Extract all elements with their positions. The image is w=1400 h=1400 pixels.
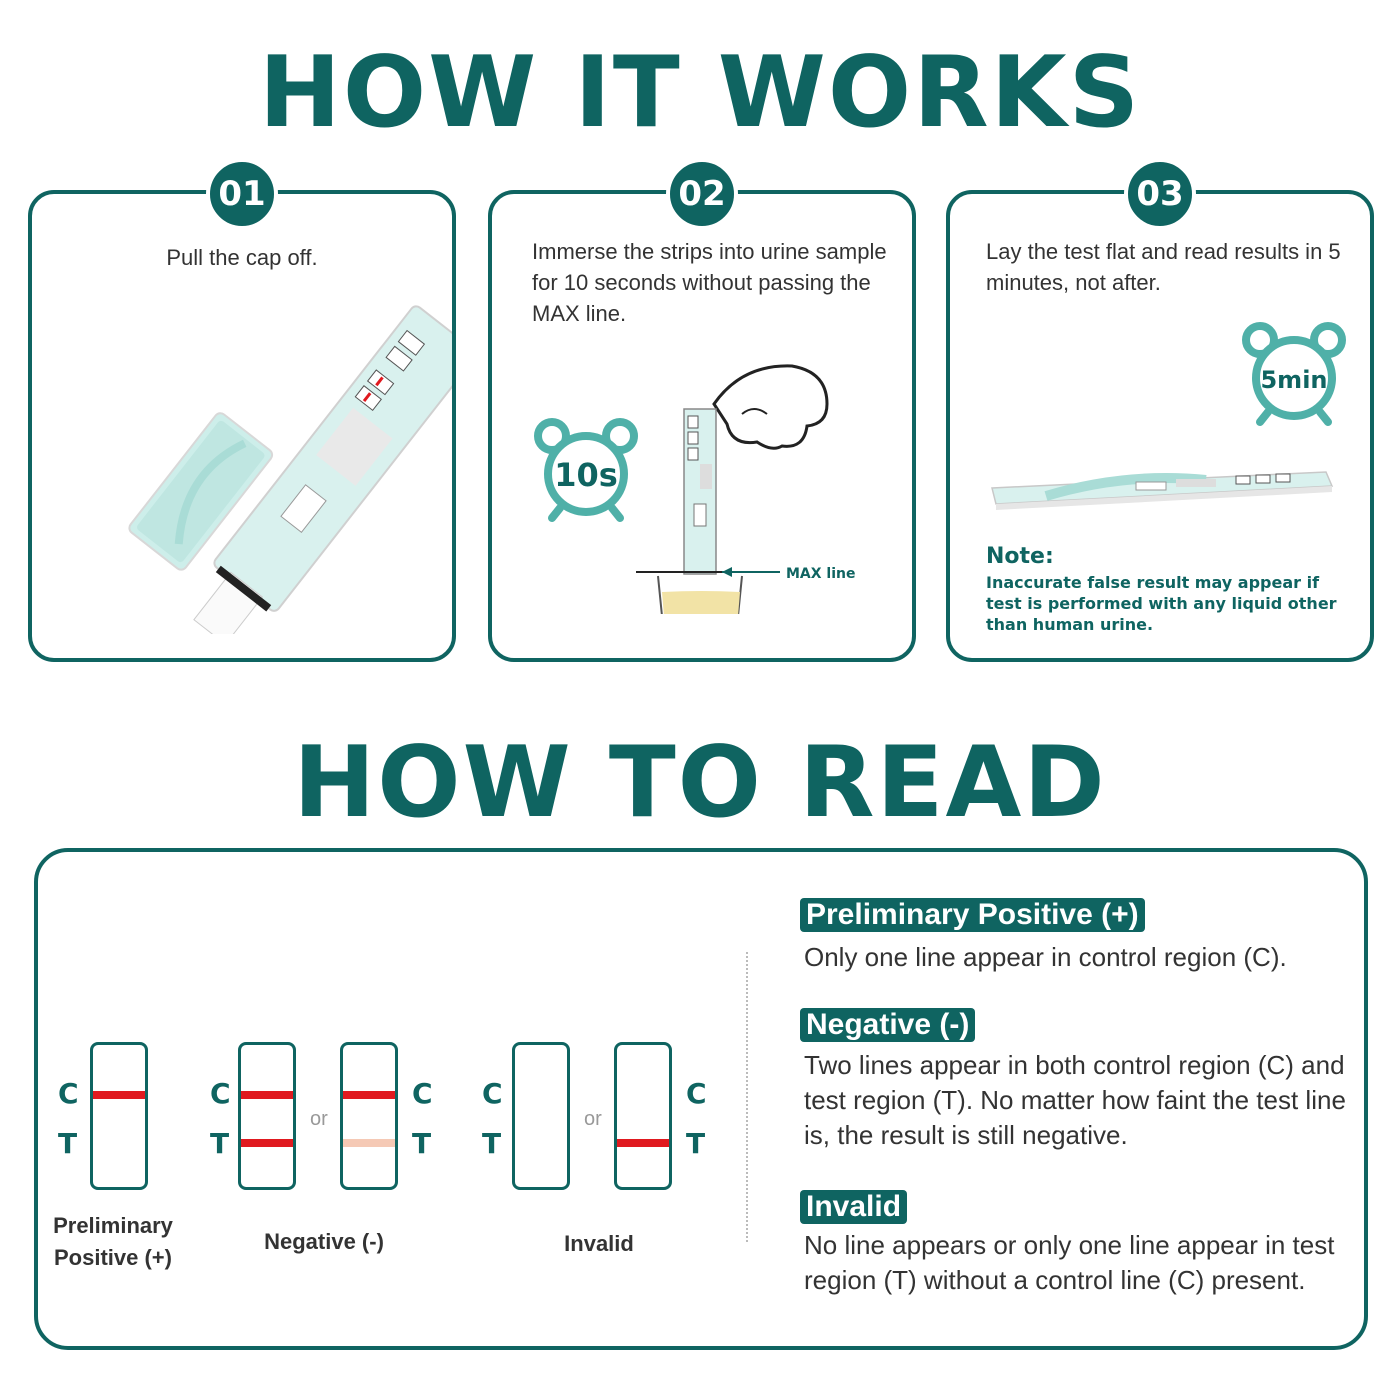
timer-label: 5min (1260, 366, 1327, 394)
c-label: C (686, 1077, 707, 1110)
c-label: C (58, 1077, 79, 1110)
t-label: T (412, 1127, 432, 1160)
negative-caption: Negative (-) (264, 1229, 384, 1254)
test-line (241, 1139, 293, 1147)
invalid-caption: Invalid (564, 1231, 634, 1256)
or-text: or (584, 1108, 602, 1130)
result-text-negative: Two lines appear in both control region … (804, 1050, 1346, 1150)
result-text-positive: Only one line appear in control region (… (804, 942, 1287, 972)
t-label: T (482, 1127, 502, 1160)
c-label: C (412, 1077, 433, 1110)
result-text-invalid: No line appears or only one line appear … (804, 1230, 1335, 1295)
positive-strip (90, 1042, 148, 1190)
control-line (93, 1091, 145, 1099)
invalid-strip-1 (512, 1042, 570, 1190)
result-title-negative: Negative (-) (800, 1008, 976, 1042)
step-card-3: 03 Lay the test flat and read results in… (946, 158, 1374, 662)
step-card-2: 02 Immerse the strips into urine sample … (488, 158, 916, 662)
how-to-read-card: C T Preliminary Positive (+) C T or C T … (34, 848, 1368, 1350)
control-line (241, 1091, 293, 1099)
step-3-text: Lay the test flat and read results in 5 … (986, 239, 1341, 295)
how-to-read-title: HOW TO READ (293, 726, 1107, 840)
result-title-invalid: Invalid (800, 1190, 908, 1224)
negative-strip-2 (340, 1042, 398, 1190)
or-text: or (310, 1108, 328, 1130)
t-label: T (210, 1127, 230, 1160)
step-2-text: Immerse the strips into urine sample for… (532, 239, 887, 326)
c-label: C (210, 1077, 231, 1110)
faint-test-line (343, 1139, 395, 1147)
divider (746, 952, 748, 1242)
flat-test-illustration (991, 471, 1334, 510)
how-it-works-title: HOW IT WORKS (258, 36, 1142, 150)
alarm-clock-icon: 5min (1242, 322, 1346, 426)
step-number-badge: 01 (206, 158, 278, 230)
alarm-clock-icon: 10s (534, 418, 638, 522)
note-text: Inaccurate false result may appear if te… (986, 573, 1337, 634)
negative-strip-1 (238, 1042, 296, 1190)
step-number-badge: 03 (1124, 158, 1196, 230)
test-cassette-illustration (128, 305, 452, 634)
step-number-badge: 02 (666, 158, 738, 230)
timer-label: 10s (554, 456, 618, 494)
t-label: T (58, 1127, 78, 1160)
positive-caption: Preliminary Positive (+) (53, 1213, 173, 1270)
c-label: C (482, 1077, 503, 1110)
max-line-label: MAX line (786, 566, 856, 582)
test-line (617, 1139, 669, 1147)
t-label: T (686, 1127, 706, 1160)
note-title: Note: (986, 544, 1054, 569)
step-card-1: 01 Pull the cap off. (28, 158, 456, 662)
result-title-positive: Preliminary Positive (+) (800, 898, 1145, 932)
invalid-strip-2 (614, 1042, 672, 1190)
dip-strip-illustration (636, 364, 829, 614)
step-1-text: Pull the cap off. (166, 245, 318, 270)
control-line (343, 1091, 395, 1099)
